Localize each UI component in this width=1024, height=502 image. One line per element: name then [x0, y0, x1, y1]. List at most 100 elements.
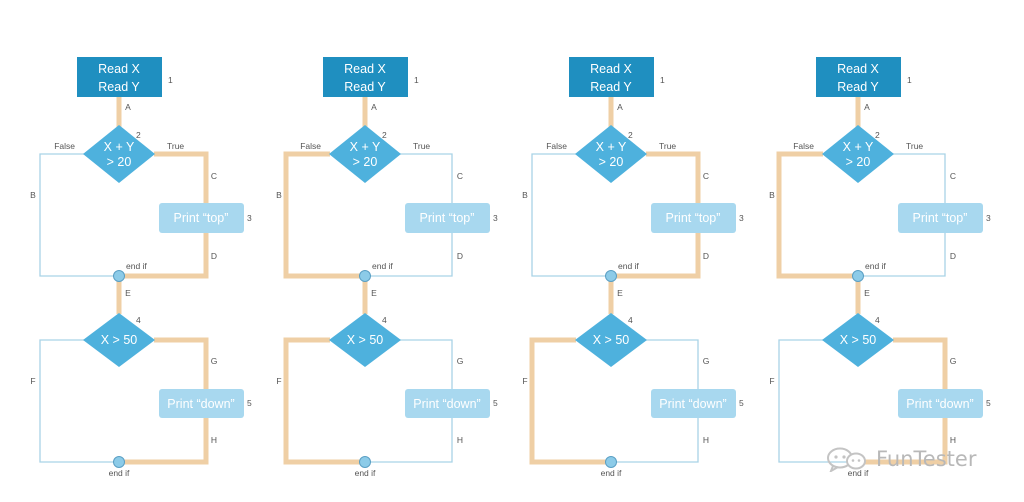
edge-label-h: H — [211, 435, 217, 445]
edge-label-c: C — [703, 171, 709, 181]
decision-1-label-line1: X + Y — [350, 140, 381, 154]
end-if-label-1: end if — [865, 261, 886, 271]
read-box — [816, 57, 901, 97]
edge-label-d: D — [211, 251, 217, 261]
read-x-label: Read X — [98, 62, 140, 76]
edge-d-highlighted — [611, 233, 701, 279]
edge-c-highlighted — [154, 151, 209, 203]
step-number-2: 2 — [382, 130, 387, 140]
step-number-1: 1 — [168, 75, 173, 85]
print-top-box — [898, 203, 983, 233]
print-top-label: Print “top” — [666, 211, 721, 225]
edge-c — [893, 153, 946, 203]
decision-1-label-line2: > 20 — [353, 155, 378, 169]
print-down-box — [898, 389, 983, 418]
read-box — [323, 57, 408, 97]
edge-label-e: E — [617, 288, 623, 298]
decision-1-label-line1: X + Y — [843, 140, 874, 154]
end-if-label-1: end if — [126, 261, 147, 271]
edge-label-d: D — [703, 251, 709, 261]
print-top-box — [405, 203, 490, 233]
print-top-label: Print “top” — [420, 211, 475, 225]
edge-label-a: A — [864, 102, 870, 112]
edge-label-c: C — [211, 171, 217, 181]
step-number-5: 5 — [986, 398, 991, 408]
print-down-box — [405, 389, 490, 418]
false-label: False — [546, 141, 567, 151]
edge-label-b: B — [769, 190, 775, 200]
edge-label-a: A — [617, 102, 623, 112]
edge-c — [400, 153, 453, 203]
read-y-label: Read Y — [590, 80, 632, 94]
step-number-3: 3 — [247, 213, 252, 223]
decision-1 — [822, 125, 894, 183]
edge-label-g: G — [950, 356, 957, 366]
step-number-4: 4 — [382, 315, 387, 325]
end-if-label-2: end if — [601, 468, 622, 478]
edge-b — [531, 153, 611, 277]
print-top-box — [159, 203, 244, 233]
edge-label-b: B — [30, 190, 36, 200]
step-number-4: 4 — [875, 315, 880, 325]
end-if-node-2 — [605, 456, 617, 468]
decision-2-label: X > 50 — [840, 333, 877, 347]
edge-g — [400, 339, 453, 389]
edge-d — [365, 233, 453, 277]
edge-b-highlighted — [776, 151, 858, 279]
false-label: False — [54, 141, 75, 151]
edge-label-b: B — [276, 190, 282, 200]
step-number-5: 5 — [493, 398, 498, 408]
end-if-node-2 — [113, 456, 125, 468]
edge-label-h: H — [950, 435, 956, 445]
read-y-label: Read Y — [344, 80, 386, 94]
read-x-label: Read X — [837, 62, 879, 76]
step-number-2: 2 — [875, 130, 880, 140]
end-if-label-1: end if — [372, 261, 393, 271]
end-if-label-2: end if — [355, 468, 376, 478]
false-label: False — [793, 141, 814, 151]
edge-label-e: E — [371, 288, 377, 298]
decision-1-label-line2: > 20 — [846, 155, 871, 169]
decision-2 — [822, 313, 894, 367]
edge-g-highlighted — [154, 337, 209, 389]
edge-label-a: A — [125, 102, 131, 112]
edge-h — [365, 418, 453, 463]
decision-1-label-line2: > 20 — [599, 155, 624, 169]
read-x-label: Read X — [590, 62, 632, 76]
step-number-4: 4 — [628, 315, 633, 325]
decision-1 — [329, 125, 401, 183]
edge-g — [646, 339, 699, 389]
edge-h-highlighted — [119, 418, 209, 465]
read-y-label: Read Y — [837, 80, 879, 94]
edge-label-e: E — [125, 288, 131, 298]
true-label: True — [413, 141, 430, 151]
edge-label-e: E — [864, 288, 870, 298]
decision-2-label: X > 50 — [347, 333, 384, 347]
decision-2 — [329, 313, 401, 367]
edge-label-g: G — [211, 356, 218, 366]
decision-1-label-line1: X + Y — [596, 140, 627, 154]
decision-1 — [83, 125, 155, 183]
true-label: True — [167, 141, 184, 151]
step-number-4: 4 — [136, 315, 141, 325]
step-number-3: 3 — [739, 213, 744, 223]
print-down-box — [159, 389, 244, 418]
edge-label-g: G — [703, 356, 710, 366]
step-number-5: 5 — [247, 398, 252, 408]
edge-d-highlighted — [119, 233, 209, 279]
true-label: True — [659, 141, 676, 151]
decision-1 — [575, 125, 647, 183]
edge-h-highlighted — [858, 418, 948, 465]
edge-b — [39, 153, 119, 277]
decision-1-label-line2: > 20 — [107, 155, 132, 169]
edge-label-d: D — [457, 251, 463, 261]
print-down-box — [651, 389, 736, 418]
edge-label-g: G — [457, 356, 464, 366]
end-if-label-2: end if — [848, 468, 869, 478]
wechat-icon — [827, 447, 866, 472]
false-label: False — [300, 141, 321, 151]
watermark: FunTester — [826, 444, 976, 474]
